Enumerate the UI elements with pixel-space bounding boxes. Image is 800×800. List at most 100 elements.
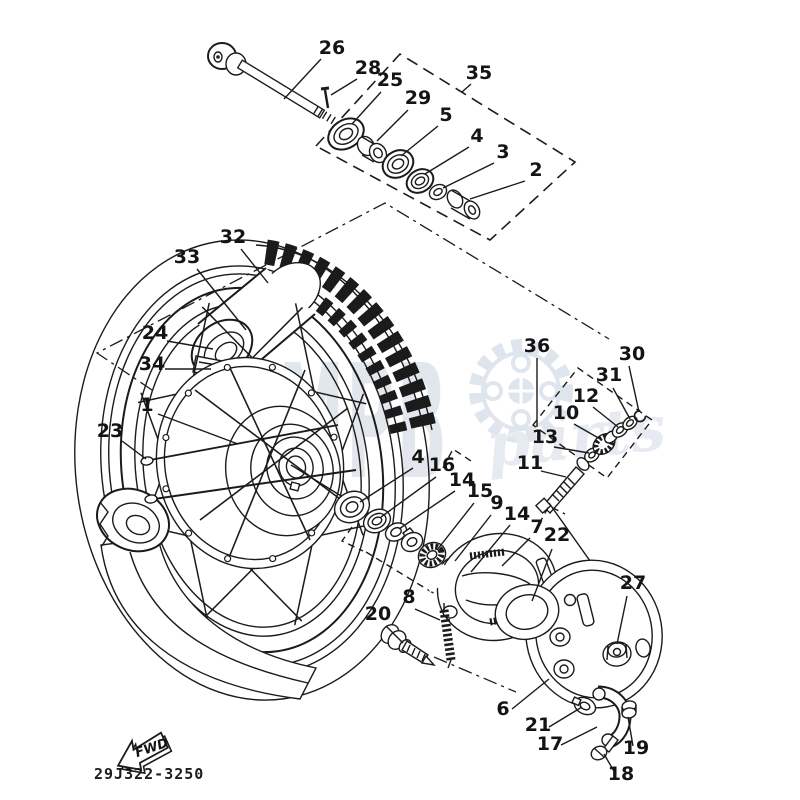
part-label-24-11: 24 <box>142 322 168 344</box>
fiche-code: 29J322-3250 <box>94 765 205 783</box>
leader-line-14-27 <box>470 524 511 573</box>
part-label-22-29: 22 <box>544 524 570 546</box>
pinch-bolt-18 <box>590 735 619 761</box>
leader-lines <box>121 58 640 774</box>
part-label-11-21: 11 <box>517 452 543 474</box>
part-label-23-14: 23 <box>97 420 123 442</box>
speedo-slot <box>576 593 595 627</box>
adjuster-axis-line <box>433 656 517 693</box>
axle-bearing-group-frame-35 <box>314 52 577 241</box>
spoke-hole <box>308 529 316 537</box>
wheel-group-frame <box>95 202 610 391</box>
leader-line-24-11 <box>166 340 214 350</box>
tire-cutaway-section <box>96 487 318 700</box>
part-label-14-24: 14 <box>449 469 475 491</box>
leader-line-7-28 <box>501 537 531 567</box>
spoke-hole <box>184 529 193 537</box>
worm-gear-11 <box>534 457 590 515</box>
bearing-locating-line <box>290 464 347 500</box>
spoke-hole <box>162 433 170 442</box>
oil-seal-25 <box>327 117 365 151</box>
part-label-13-20: 13 <box>532 426 558 448</box>
leader-line-33-10 <box>196 268 247 331</box>
part-label-36-15: 36 <box>524 335 550 357</box>
leader-line-27-30 <box>616 595 628 645</box>
leader-line-14-24 <box>398 490 456 530</box>
part-label-10-19: 10 <box>553 402 579 424</box>
plate-bolt <box>563 593 577 607</box>
part-label-17-35: 17 <box>537 733 563 755</box>
axle-nut-27 <box>602 641 632 667</box>
leader-line-1-13 <box>157 413 239 445</box>
bearing-4 <box>405 168 435 194</box>
leader-line-30-16 <box>628 365 640 413</box>
part-label-27-30: 27 <box>620 572 646 594</box>
leader-line-26-0 <box>283 58 322 100</box>
leader-line-9-26 <box>454 514 492 562</box>
plate-boss-1 <box>549 627 571 647</box>
brake-rod-spring-8 <box>439 603 456 669</box>
washer-31 <box>622 415 638 431</box>
front-spokes <box>194 367 353 556</box>
cam-hole <box>635 638 651 658</box>
spoke-hole <box>269 554 277 563</box>
part-label-7-28: 7 <box>530 516 543 538</box>
part-label-15-25: 15 <box>467 480 493 502</box>
leader-line-12-18 <box>592 406 619 428</box>
cotter-pin-28 <box>320 86 330 109</box>
part-label-5-4: 5 <box>439 104 452 126</box>
spacer-2 <box>446 189 481 220</box>
adjuster-20 <box>380 624 517 693</box>
shoe-spring-top <box>469 548 506 560</box>
leader-line-13-20 <box>553 446 590 454</box>
part-label-16-23: 16 <box>429 454 455 476</box>
front-hub <box>155 356 345 570</box>
spoke-hole <box>268 363 276 371</box>
part-label-25-2: 25 <box>377 69 403 91</box>
part-label-20-31: 20 <box>365 603 391 625</box>
part-label-19-36: 19 <box>623 737 649 759</box>
part-label-18-37: 18 <box>608 763 634 785</box>
part-label-32-9: 32 <box>220 226 246 248</box>
bearing-5 <box>381 149 415 179</box>
part-label-4-22: 4 <box>411 446 424 468</box>
leader-line-28-1 <box>330 78 358 96</box>
leader-line-5-4 <box>400 125 439 157</box>
lever-eye-top <box>592 687 606 701</box>
brake-plate-assembly <box>494 559 663 709</box>
spoke-hole <box>184 389 192 397</box>
part-label-34-12: 34 <box>139 353 165 375</box>
nut-19 <box>621 700 637 719</box>
dust-seal-22 <box>494 583 560 641</box>
spoke-hole <box>162 485 170 493</box>
leader-line-35-5 <box>461 83 472 93</box>
hub-keyway <box>289 481 301 492</box>
part-label-35-5: 35 <box>466 62 492 84</box>
leader-line-23-14 <box>121 440 147 460</box>
part-label-6-33: 6 <box>496 698 509 720</box>
leader-line-11-21 <box>540 470 567 478</box>
leader-line-25-2 <box>351 91 382 125</box>
spoke-hole <box>224 555 232 563</box>
leader-line-10-19 <box>573 423 603 441</box>
wave-washer-21 <box>571 696 597 716</box>
part-label-4-6: 4 <box>470 125 483 147</box>
part-label-9-26: 9 <box>490 492 503 514</box>
leader-line-21-34 <box>548 706 583 728</box>
gear-icon <box>469 339 573 443</box>
bearing-4-lower <box>333 490 371 524</box>
part-label-14-27: 14 <box>504 503 530 525</box>
part-label-33-10: 33 <box>174 246 200 268</box>
axle-bearing-row <box>327 117 481 220</box>
part-label-12-18: 12 <box>573 385 599 407</box>
spoke-hole <box>307 389 316 397</box>
leader-line-20-31 <box>385 625 404 644</box>
leader-line-15-25 <box>436 502 475 551</box>
leader-line-2-8 <box>469 180 526 200</box>
loose-spokes <box>140 424 357 504</box>
leader-line-17-35 <box>560 726 598 746</box>
leader-line-19-36 <box>627 716 634 747</box>
